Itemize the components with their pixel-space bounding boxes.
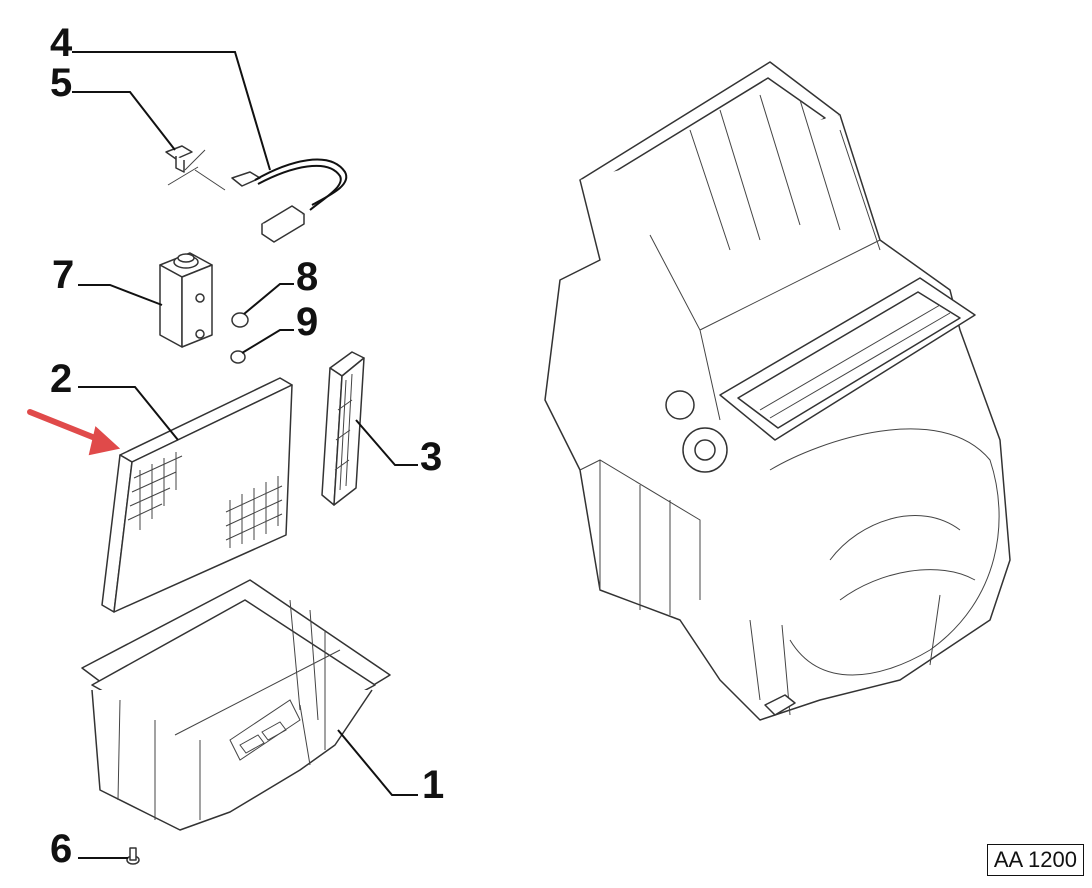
part-3-filter-cover [321, 351, 365, 506]
red-pointer-arrow [27, 409, 121, 456]
hvac-main-assembly [544, 61, 1011, 721]
callout-1: 1 [422, 763, 444, 807]
callout-3: 3 [420, 435, 442, 479]
part-4-sensor-cable [231, 158, 348, 243]
callout-8: 8 [296, 255, 318, 299]
reference-code: AA 1200 [986, 844, 1084, 876]
leader-lines [72, 51, 418, 859]
callout-2: 2 [50, 357, 72, 401]
callout-6: 6 [50, 827, 72, 871]
callout-4: 4 [50, 21, 73, 65]
part-5-clip [165, 145, 226, 191]
callout-9: 9 [296, 300, 318, 344]
part-7-expansion-valve [159, 252, 213, 348]
part-6-screw [126, 847, 140, 865]
part-8-o-ring [231, 312, 249, 328]
callout-7: 7 [52, 253, 74, 297]
part-9-o-ring [230, 350, 246, 364]
callout-5: 5 [50, 61, 72, 105]
part-1-lower-housing [81, 579, 391, 831]
part-2-cabin-filter [101, 377, 293, 613]
